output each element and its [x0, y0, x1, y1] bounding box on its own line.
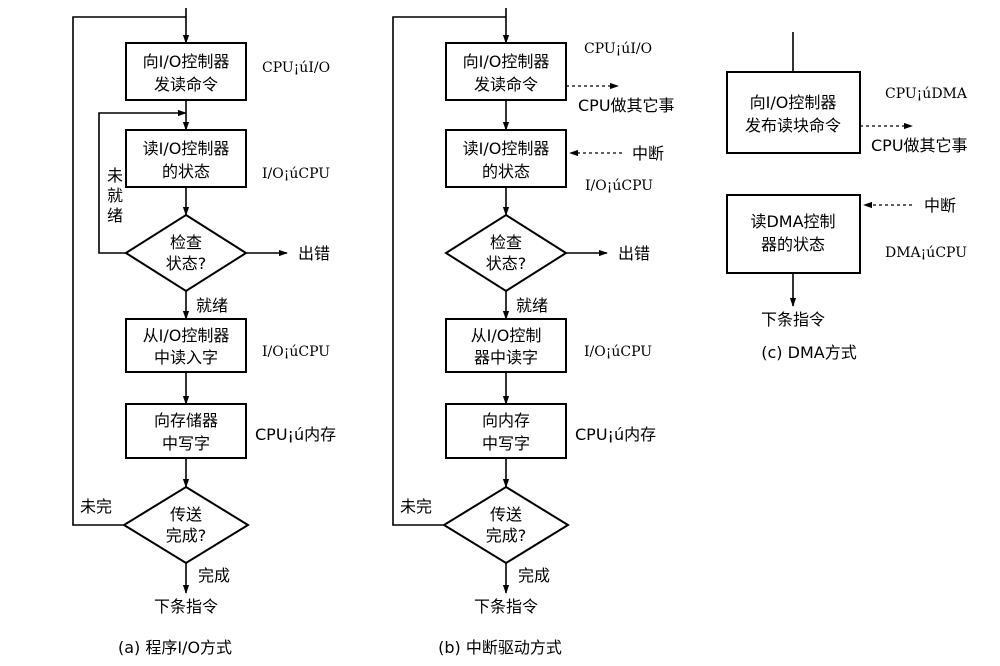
a-completed-label: 完成: [198, 566, 230, 585]
b-diamond-check-status: [444, 213, 568, 293]
c-box2-line1: 读DMA控制: [750, 212, 835, 231]
c-caption: (c) DMA方式: [761, 343, 856, 362]
a-ready-label: 就绪: [196, 296, 228, 315]
c-box-read-dma-status: [726, 194, 861, 274]
a-box3-line2: 中读入字: [154, 348, 218, 367]
a-annotation-2: I/O¡úCPU: [262, 166, 330, 182]
a-box2-line1: 读I/O控制器: [143, 139, 230, 158]
flowchart-a: 向I/O控制器 发读命令 CPU¡úI/O 读I/O控制器 的状态 I/O¡úC…: [72, 8, 336, 657]
a-annotation-1: CPU¡úI/O: [262, 60, 330, 76]
c-next-instruction: 下条指令: [761, 310, 825, 329]
c-box2-line2: 器的状态: [761, 235, 825, 254]
b-interrupt-label: 中断: [632, 144, 664, 163]
b-box4-line2: 中写字: [482, 434, 530, 453]
a-box-read-word: [125, 318, 247, 373]
b-box2-line2: 的状态: [482, 162, 530, 181]
b-completed-label: 完成: [518, 566, 550, 585]
b-ready-label: 就绪: [516, 296, 548, 315]
a-diamond-transfer-done: [122, 485, 250, 565]
b-box3-line2: 器中读字: [474, 348, 538, 367]
a-not-done-label: 未完: [80, 497, 112, 516]
a-box1-line2: 发读命令: [154, 75, 218, 94]
a-box4-line1: 向存储器: [154, 411, 218, 430]
b-box1-line1: 向I/O控制器: [463, 52, 550, 71]
a-box-read-status: [125, 129, 247, 188]
a-not-ready-2: 就: [107, 186, 123, 205]
a-box3-line1: 从I/O控制器: [143, 326, 230, 345]
a-annotation-4: CPU¡ú内存: [255, 425, 336, 444]
a-not-ready-1: 未: [107, 166, 123, 185]
b-box-read-status: [445, 129, 567, 188]
c-annotation-1: CPU¡úDMA: [885, 86, 968, 102]
b-cpu-other-work: CPU做其它事: [578, 96, 675, 115]
a-not-ready-3: 绪: [107, 206, 123, 225]
b-done-line2: 完成?: [486, 526, 527, 545]
a-box2-line2: 的状态: [162, 162, 210, 181]
a-caption: (a) 程序I/O方式: [118, 638, 232, 657]
a-next-instruction: 下条指令: [154, 597, 218, 616]
a-check-line2: 状态?: [166, 254, 207, 273]
flowchart-c: 向I/O控制器 发布读块命令 CPU¡úDMA CPU做其它事 读DMA控制 器…: [726, 32, 968, 362]
b-box3-line1: 从I/O控制: [471, 326, 542, 345]
c-annotation-2: DMA¡úCPU: [885, 245, 967, 261]
flowchart-b: 向I/O控制器 发读命令 CPU¡úI/O CPU做其它事 读I/O控制器 的状…: [392, 8, 675, 657]
b-diamond-transfer-done: [442, 485, 570, 565]
b-annotation-1: CPU¡úI/O: [584, 41, 652, 57]
a-box4-line2: 中写字: [162, 434, 210, 453]
c-box-issue-block-read: [726, 71, 861, 154]
b-annotation-2: I/O¡úCPU: [585, 178, 653, 194]
b-next-instruction: 下条指令: [474, 597, 538, 616]
b-check-line2: 状态?: [486, 254, 527, 273]
b-box2-line1: 读I/O控制器: [463, 139, 550, 158]
b-box4-line1: 向内存: [482, 411, 530, 430]
a-error-label: 出错: [298, 244, 330, 263]
b-done-line1: 传送: [490, 505, 522, 524]
c-box1-line2: 发布读块命令: [745, 116, 841, 135]
b-annotation-3: I/O¡úCPU: [584, 344, 652, 360]
b-not-done-label: 未完: [400, 497, 432, 516]
a-done-line1: 传送: [170, 505, 202, 524]
a-check-line1: 检查: [170, 233, 202, 252]
a-annotation-3: I/O¡úCPU: [262, 344, 330, 360]
b-caption: (b) 中断驱动方式: [438, 638, 562, 657]
b-error-label: 出错: [618, 244, 650, 263]
a-box1-line1: 向I/O控制器: [143, 52, 230, 71]
c-cpu-other-work: CPU做其它事: [871, 136, 968, 155]
b-annotation-4: CPU¡ú内存: [575, 425, 656, 444]
c-box1-line1: 向I/O控制器: [750, 93, 837, 112]
a-done-line2: 完成?: [166, 526, 207, 545]
a-diamond-check-status: [124, 213, 248, 293]
c-interrupt-label: 中断: [924, 196, 956, 215]
b-check-line1: 检查: [490, 233, 522, 252]
b-box1-line2: 发读命令: [474, 75, 538, 94]
